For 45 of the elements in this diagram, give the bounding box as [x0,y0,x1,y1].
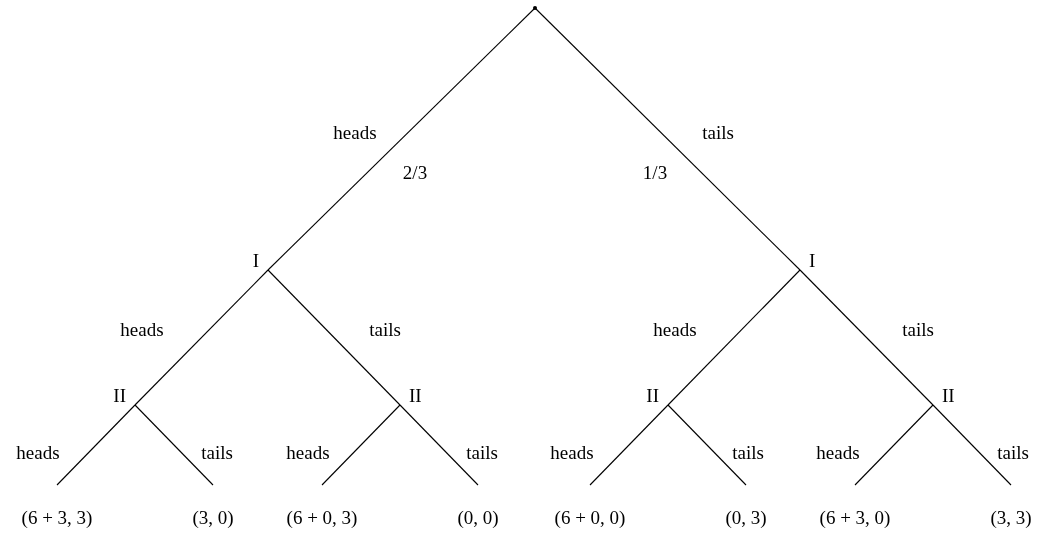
branch-line [134,269,269,406]
payoff-label: (0, 3) [724,507,768,529]
payoff-label: (0, 0) [456,507,500,529]
branch-line [267,7,536,271]
branch-line [56,404,136,486]
player-label: II [112,385,126,407]
probability-label: 2/3 [402,162,428,184]
edge-label: heads [653,319,697,341]
branch-line [321,404,401,486]
payoff-label: (3, 0) [191,507,235,529]
root-vertex [533,6,537,10]
player-label: II [409,385,423,407]
branch-line [667,269,801,406]
edge-label: tails [466,442,498,464]
edge-label: tails [902,319,934,341]
payoff-label: (6 + 0, 3) [285,507,359,529]
edge-label: tails [702,122,734,144]
branch-line [534,7,801,271]
branch-line [799,269,934,406]
payoff-label: (6 + 0, 0) [553,507,627,529]
edge-label: tails [732,442,764,464]
edge-label: heads [816,442,860,464]
edge-label: heads [16,442,60,464]
payoff-label: (3, 3) [989,507,1033,529]
edge-label: heads [333,122,377,144]
player-label: I [809,250,817,272]
branch-line [667,404,747,486]
payoff-label: (6 + 3, 3) [20,507,94,529]
edge-label: tails [997,442,1029,464]
branch-line [932,404,1012,486]
player-label: I [251,250,259,272]
player-label: II [942,385,956,407]
player-label: II [645,385,659,407]
edge-label: heads [120,319,164,341]
branch-line [854,404,934,486]
edge-label: heads [286,442,330,464]
branch-line [267,269,401,406]
branch-line [589,404,669,486]
edge-label: tails [201,442,233,464]
probability-label: 1/3 [642,162,668,184]
branch-line [399,404,479,486]
branch-line [134,404,214,486]
edge-label: heads [550,442,594,464]
payoff-label: (6 + 3, 0) [818,507,892,529]
edge-label: tails [369,319,401,341]
